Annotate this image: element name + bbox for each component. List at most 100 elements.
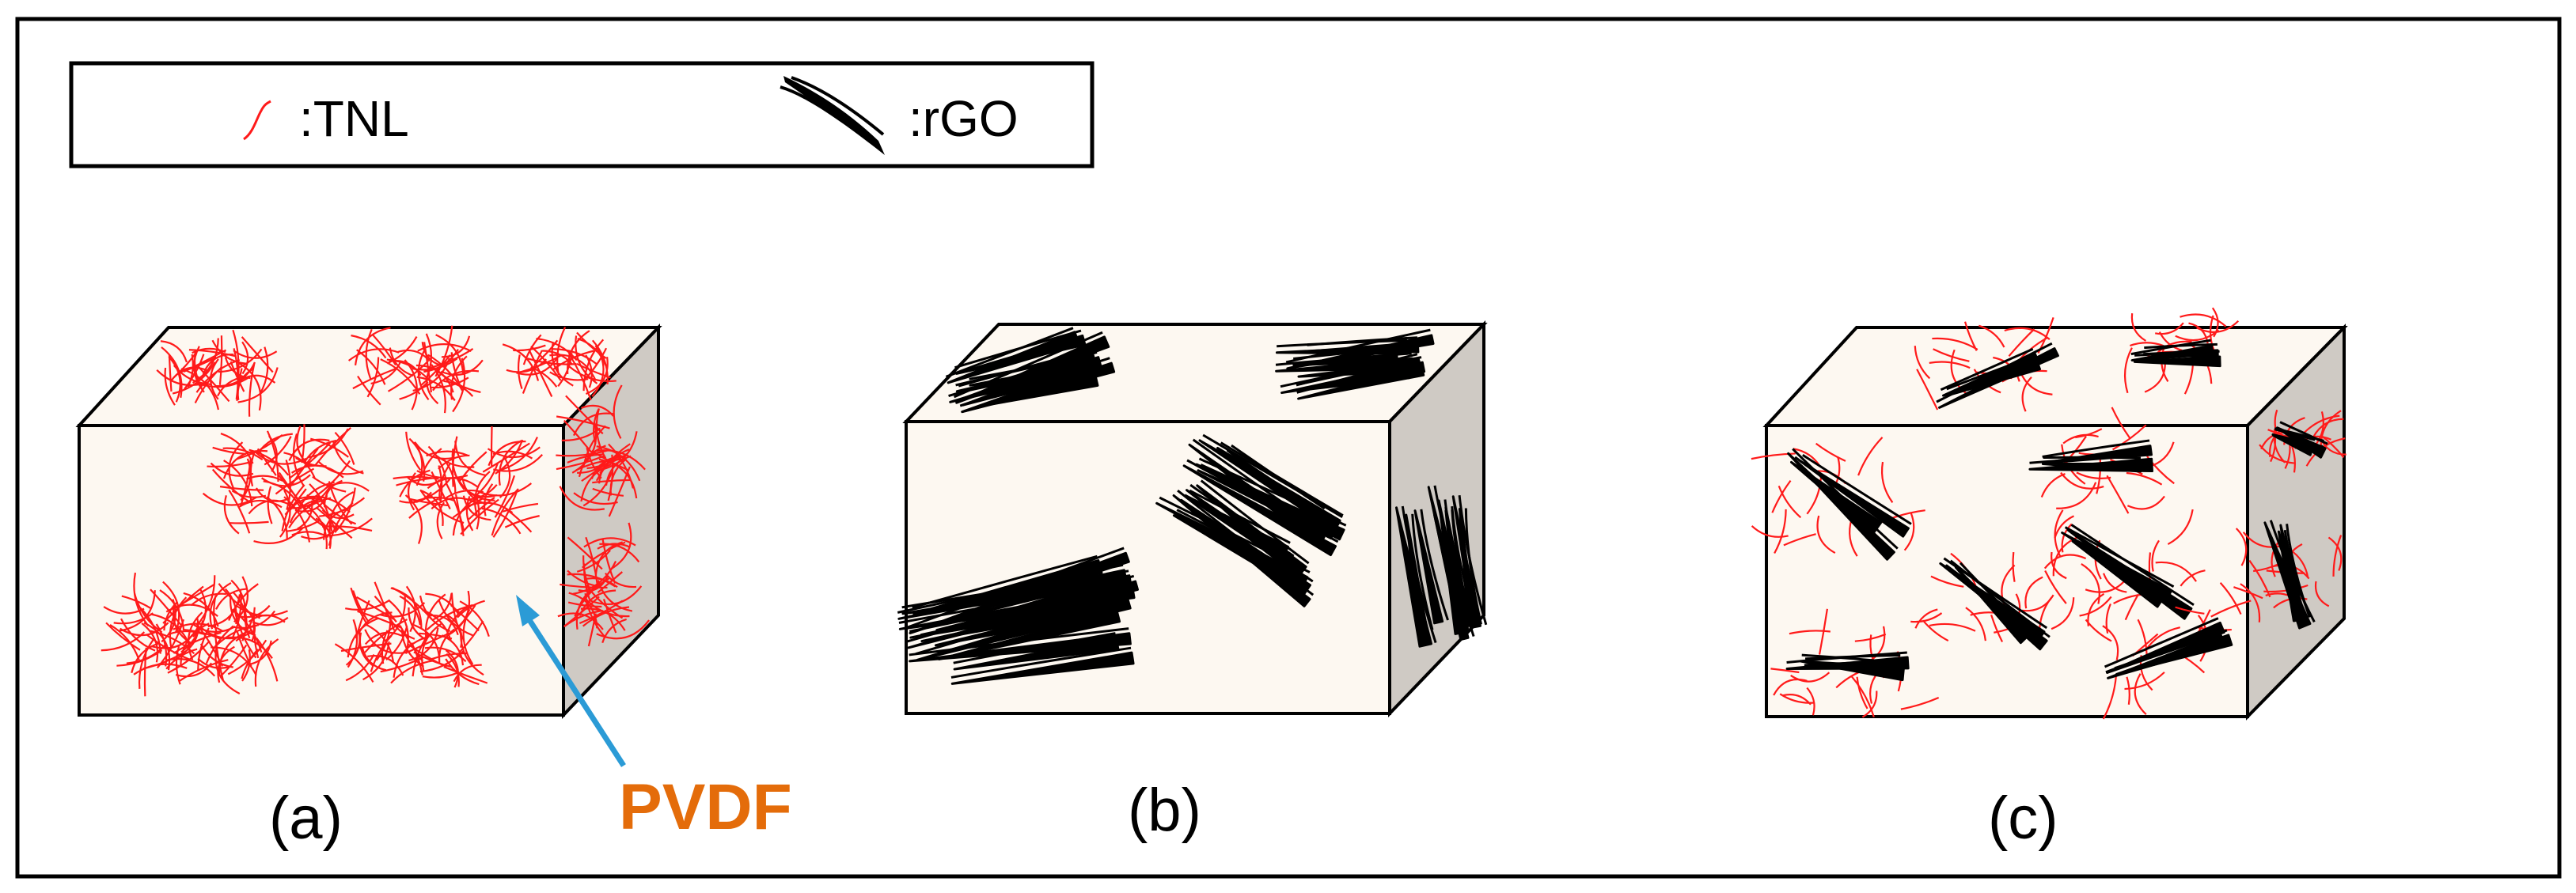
tnl-strand (2024, 576, 2043, 609)
tnl-strand (179, 659, 229, 682)
tnl-strand (609, 458, 628, 496)
tnl-strand (209, 581, 232, 630)
tnl-strand (217, 376, 245, 397)
tnl-strand (563, 419, 593, 453)
tnl-strand (2112, 424, 2147, 451)
tnl-strand (1914, 608, 1938, 629)
tnl-strand (319, 497, 366, 517)
tnl-strand (193, 351, 203, 388)
tnl-strand (220, 644, 248, 677)
tnl-strand (131, 642, 160, 673)
tnl-strand (238, 499, 283, 509)
tnl-strand (573, 492, 618, 505)
tnl-strand (591, 339, 609, 384)
tnl-strand (254, 638, 279, 687)
tnl-strand (2012, 551, 2016, 582)
tnl-strand (197, 365, 230, 403)
rgo-flake-edge (1464, 508, 1482, 625)
tnl-strand (1816, 515, 1836, 554)
rgo-flake-edge (1189, 483, 1295, 558)
tnl-strand (1793, 448, 1820, 467)
tnl-strand (420, 448, 442, 478)
tnl-legend-icon (243, 100, 271, 141)
tnl-strand (419, 489, 444, 527)
rgo-flake (1182, 464, 1337, 557)
tnl-strand (495, 439, 524, 475)
tnl-strand (372, 334, 396, 366)
tnl-strand (1933, 348, 1970, 362)
tnl-strand (2259, 444, 2294, 464)
rgo-flake-edge (2104, 617, 2219, 668)
tnl-strand (248, 362, 256, 417)
tnl-strand (385, 626, 408, 661)
pvdf-annotation: PVDF (516, 595, 792, 843)
tnl-strand (297, 495, 351, 513)
tnl-strand (231, 589, 242, 640)
tnl-strand (576, 331, 607, 359)
tnl-strand (493, 453, 544, 472)
tnl-strand (288, 438, 330, 461)
tnl-strand (266, 430, 279, 482)
pvdf-arrowhead (516, 595, 540, 626)
tnl-strand (120, 618, 156, 652)
rgo-flake (2066, 528, 2193, 620)
tnl-strand (2328, 536, 2343, 571)
rgo-flake (1413, 509, 1444, 625)
rgo-flake-edge (1804, 654, 1901, 660)
tnl-strand (1857, 437, 1884, 476)
tnl-strand (416, 376, 456, 401)
tnl-strand (2126, 676, 2130, 706)
tnl-strand (477, 482, 533, 497)
tnl-strand (1932, 337, 1978, 350)
tnl-strand (241, 605, 256, 641)
tnl-strand (173, 605, 192, 645)
tnl-strand (2154, 322, 2184, 335)
tnl-strand (168, 630, 204, 635)
tnl-strand (328, 491, 355, 533)
tnl-strand (143, 622, 171, 671)
caption-c: (c) (1988, 785, 2058, 852)
tnl-strand (411, 642, 424, 675)
tnl-strand (150, 588, 184, 627)
tnl-strand (417, 343, 472, 353)
tnl-strand (2240, 583, 2261, 622)
tnl-strand (334, 643, 374, 683)
tnl-strand (389, 347, 414, 377)
rgo-flake (1787, 452, 1895, 561)
tnl-strand (561, 427, 601, 441)
tnl-strand (1916, 369, 1939, 411)
tnl-strand (542, 350, 573, 365)
tnl-strand (261, 474, 311, 487)
tnl-strand (1990, 614, 2004, 642)
tnl-strand (452, 358, 466, 413)
rgo-flake-edge (928, 569, 1122, 629)
tnl-strand (223, 495, 240, 535)
tnl-strand (503, 502, 539, 513)
tnl-strand (2040, 473, 2066, 498)
tnl-strand (2155, 561, 2198, 582)
tnl-strand (228, 489, 251, 534)
tnl-strand (608, 466, 631, 517)
tnl-strand (492, 450, 533, 460)
tnl-strand (487, 446, 541, 459)
tnl-strand (466, 484, 498, 501)
tnl-strand (1751, 452, 1796, 460)
tnl-strand (593, 408, 600, 445)
tnl-strand (2103, 573, 2127, 593)
tnl-strand (168, 356, 181, 403)
tnl-strand (460, 633, 484, 676)
tnl-strand (367, 655, 404, 676)
tnl-strand (423, 349, 459, 373)
tnl-strand (451, 448, 465, 490)
tnl-strand (481, 507, 522, 535)
rgo-flake (1394, 506, 1433, 648)
tnl-strand (286, 520, 321, 532)
tnl-strand (352, 590, 369, 622)
rgo-flake (1804, 659, 1903, 672)
tnl-strand (533, 339, 559, 366)
tnl-strand (1914, 346, 1931, 380)
tnl-strand (605, 455, 632, 486)
tnl-strand (390, 660, 434, 684)
tnl-strand (580, 607, 626, 631)
rgo-flake (1458, 507, 1477, 627)
